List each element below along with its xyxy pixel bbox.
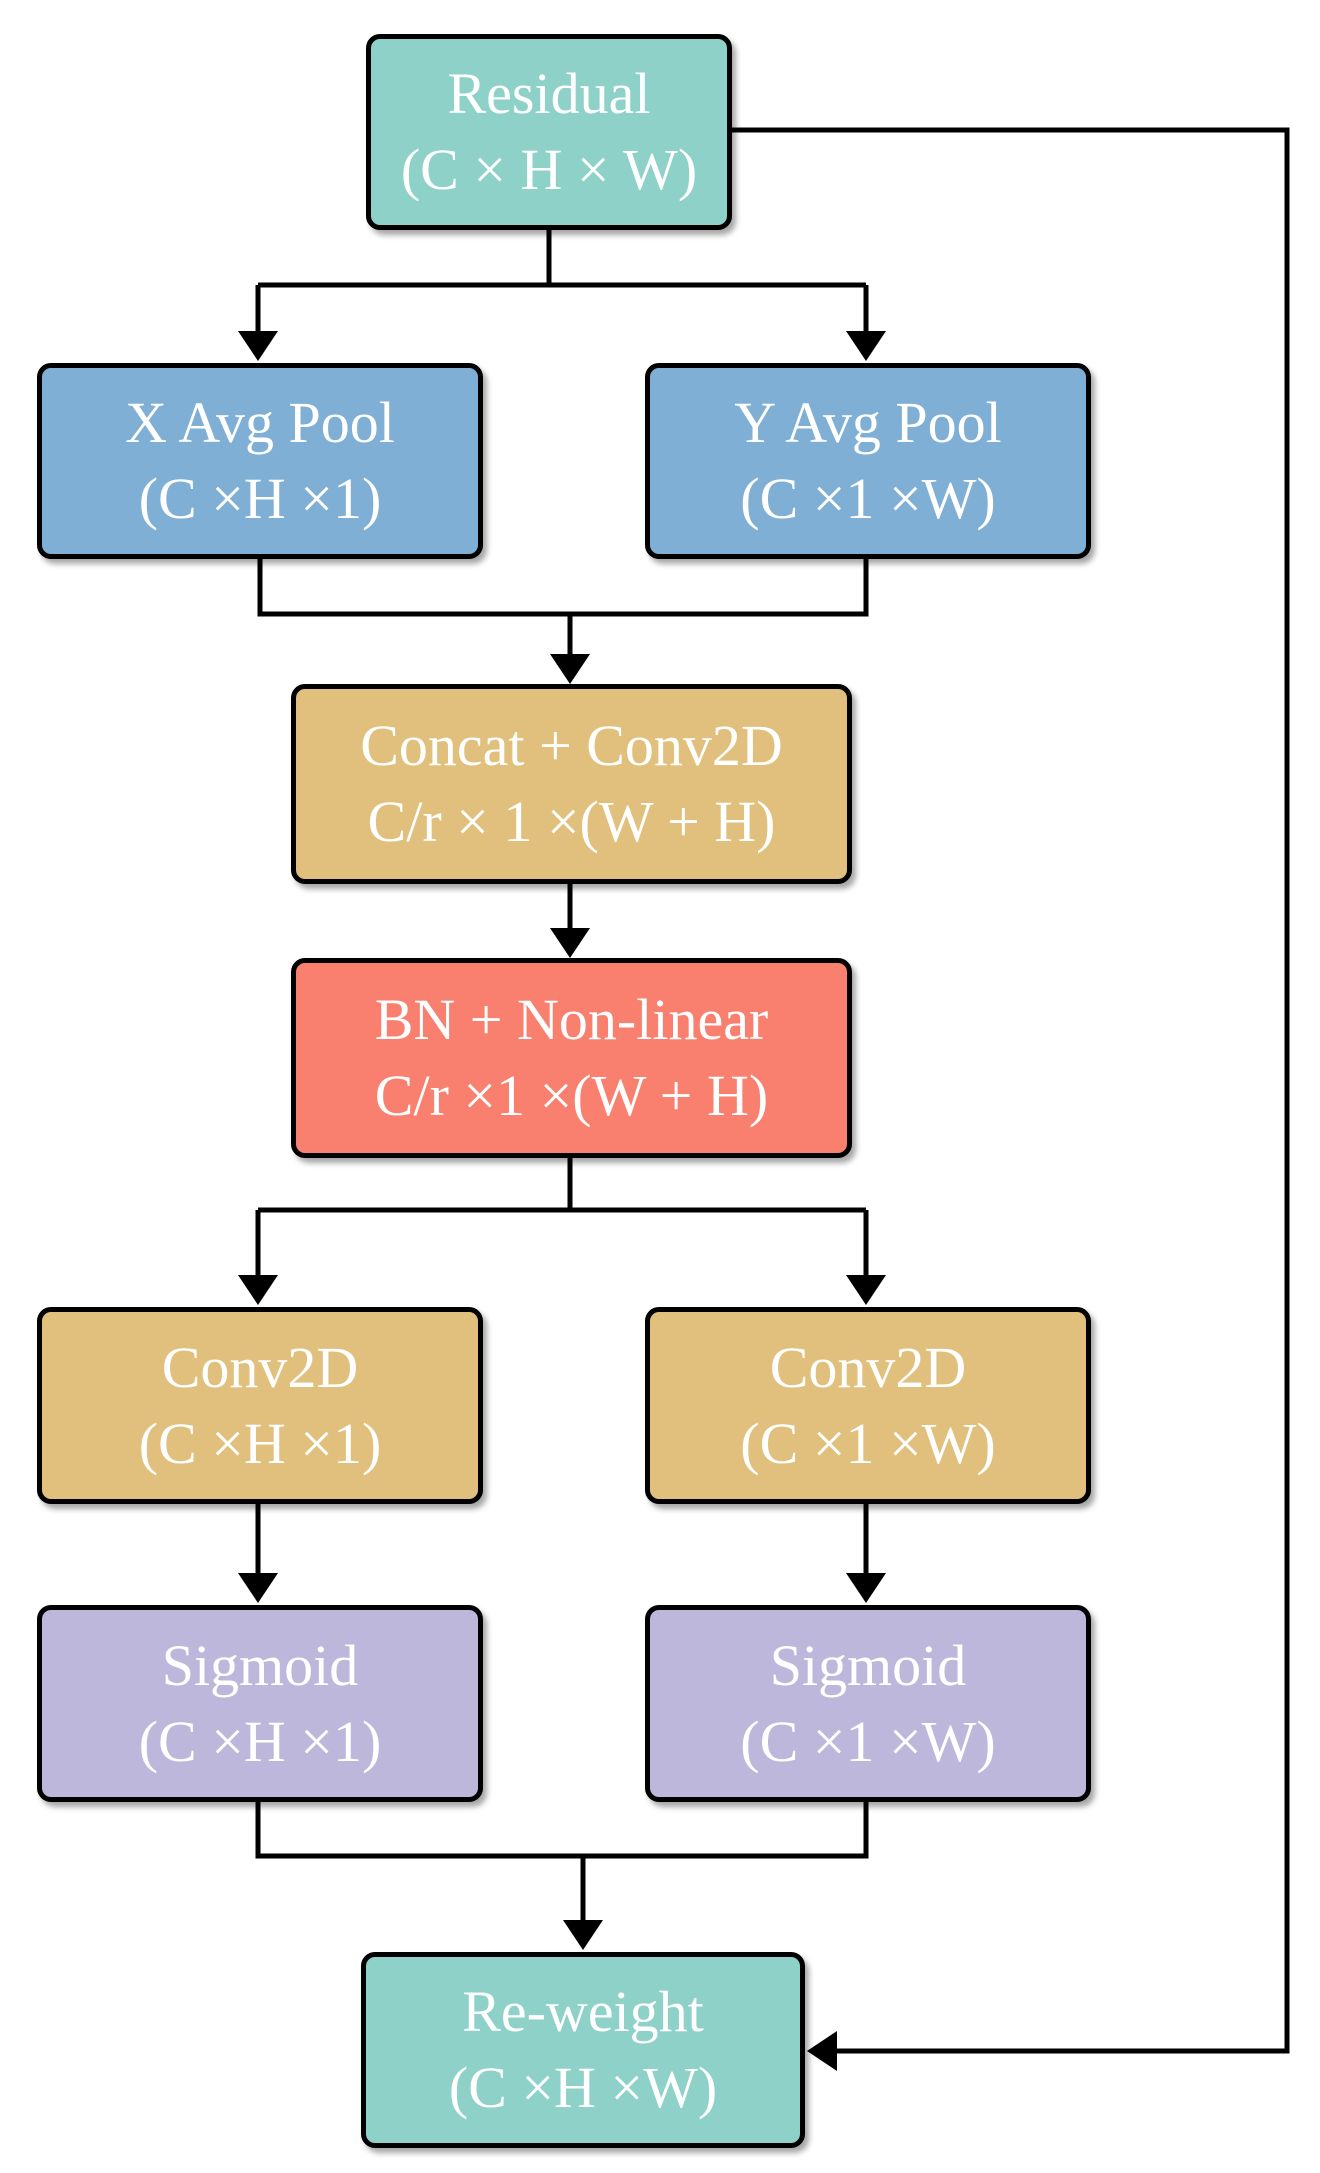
sigmoid-y-label: Sigmoid xyxy=(769,1632,967,1698)
x-avg-pool-label: X Avg Pool xyxy=(125,390,395,455)
sigmoid-y-node: Sigmoid (C ×1 ×W) xyxy=(645,1605,1091,1802)
y-avg-pool-shape: (C ×1 ×W) xyxy=(740,466,996,531)
conv2d-y-label: Conv2D xyxy=(769,1334,967,1400)
arrowhead-x-avg-pool xyxy=(238,331,278,361)
arrowhead-sigmoid-x xyxy=(238,1573,278,1603)
edge-bn-to-convs xyxy=(255,1158,869,1277)
conv2d-x-label: Conv2D xyxy=(161,1334,359,1400)
sigmoid-y-shape: (C ×1 ×W) xyxy=(740,1708,996,1774)
arrowhead-bn xyxy=(550,928,590,958)
residual-node: Residual (C × H × W) xyxy=(366,34,732,230)
edge-residual-to-pools xyxy=(255,230,869,333)
edge-sigmoids-to-reweight xyxy=(255,1802,869,1922)
arrowhead-y-avg-pool xyxy=(846,331,886,361)
sigmoid-x-shape: (C ×H ×1) xyxy=(138,1708,382,1774)
arrowhead-reweight-top xyxy=(563,1920,603,1950)
bn-nonlinear-label: BN + Non-linear xyxy=(374,987,769,1052)
sigmoid-x-node: Sigmoid (C ×H ×1) xyxy=(37,1605,483,1802)
bn-nonlinear-shape: C/r ×1 ×(W + H) xyxy=(374,1063,769,1128)
arrowhead-conv-x xyxy=(238,1275,278,1305)
conv2d-x-node: Conv2D (C ×H ×1) xyxy=(37,1307,483,1504)
arrowhead-concat xyxy=(550,654,590,684)
y-avg-pool-label: Y Avg Pool xyxy=(734,390,1002,455)
residual-shape: (C × H × W) xyxy=(400,137,698,202)
reweight-shape: (C ×H ×W) xyxy=(448,2055,718,2120)
concat-conv2d-shape: C/r × 1 ×(W + H) xyxy=(367,789,776,854)
reweight-node: Re-weight (C ×H ×W) xyxy=(361,1952,805,2148)
conv2d-x-shape: (C ×H ×1) xyxy=(138,1410,382,1476)
sigmoid-x-label: Sigmoid xyxy=(161,1632,359,1698)
arrowhead-conv-y xyxy=(846,1275,886,1305)
x-avg-pool-shape: (C ×H ×1) xyxy=(138,466,382,531)
concat-conv2d-label: Concat + Conv2D xyxy=(360,713,783,778)
x-avg-pool-node: X Avg Pool (C ×H ×1) xyxy=(37,363,483,559)
edge-pools-to-concat xyxy=(257,559,869,656)
conv2d-y-shape: (C ×1 ×W) xyxy=(740,1410,996,1476)
arrowhead-reweight-side xyxy=(807,2031,837,2071)
concat-conv2d-node: Concat + Conv2D C/r × 1 ×(W + H) xyxy=(291,684,852,884)
reweight-label: Re-weight xyxy=(462,1979,704,2044)
conv2d-y-node: Conv2D (C ×1 ×W) xyxy=(645,1307,1091,1504)
bn-nonlinear-node: BN + Non-linear C/r ×1 ×(W + H) xyxy=(291,958,852,1158)
y-avg-pool-node: Y Avg Pool (C ×1 ×W) xyxy=(645,363,1091,559)
arrowhead-sigmoid-y xyxy=(846,1573,886,1603)
edge-residual-skip xyxy=(732,127,1290,2054)
residual-label: Residual xyxy=(447,61,651,126)
